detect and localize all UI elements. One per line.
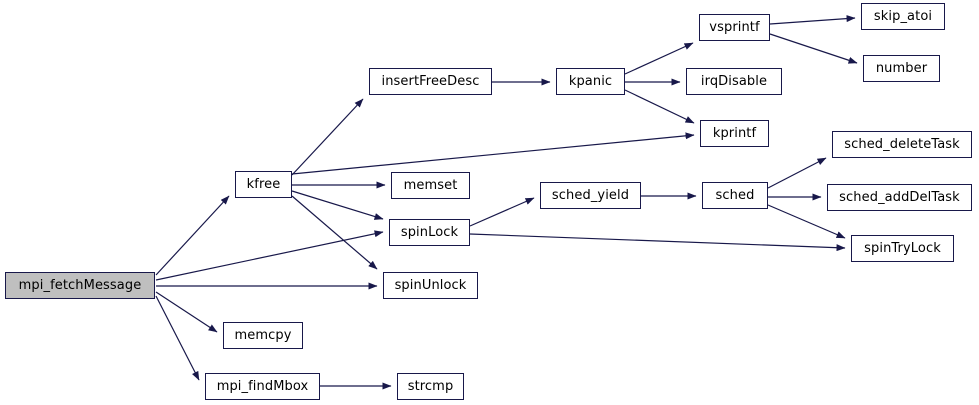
graph-node-label: spinLock	[400, 225, 459, 240]
graph-node-insertFreeDesc[interactable]: insertFreeDesc	[369, 68, 492, 95]
graph-node-mpi_fetchMessage[interactable]: mpi_fetchMessage	[5, 272, 155, 299]
graph-node-spinTryLock[interactable]: spinTryLock	[851, 235, 954, 262]
graph-node-strcmp[interactable]: strcmp	[397, 373, 464, 400]
graph-node-label: kpanic	[568, 74, 613, 89]
graph-node-number[interactable]: number	[863, 55, 940, 82]
graph-node-label: sched_yield	[551, 188, 630, 203]
graph-node-label: sched	[715, 188, 755, 203]
graph-node-sched_yield[interactable]: sched_yield	[540, 182, 641, 209]
graph-node-memcpy[interactable]: memcpy	[223, 322, 303, 349]
graph-node-label: insertFreeDesc	[381, 74, 480, 89]
graph-node-vsprintf[interactable]: vsprintf	[699, 14, 770, 41]
graph-node-label: memcpy	[234, 328, 292, 343]
graph-node-label: memset	[403, 178, 458, 193]
graph-node-label: vsprintf	[709, 20, 760, 35]
graph-node-kprintf[interactable]: kprintf	[700, 120, 769, 147]
graph-node-spinLock[interactable]: spinLock	[389, 219, 470, 246]
graph-node-label: mpi_findMbox	[216, 379, 309, 394]
graph-node-sched[interactable]: sched	[702, 182, 768, 209]
graph-node-label: skip_atoi	[873, 9, 933, 24]
graph-node-label: strcmp	[407, 379, 454, 394]
graph-node-label: spinUnlock	[394, 278, 467, 293]
graph-node-memset[interactable]: memset	[391, 172, 470, 199]
graph-node-label: number	[875, 61, 928, 76]
graph-node-sched_deleteTask[interactable]: sched_deleteTask	[832, 131, 972, 158]
graph-node-kpanic[interactable]: kpanic	[556, 68, 625, 95]
graph-node-label: kprintf	[712, 126, 757, 141]
graph-node-label: mpi_fetchMessage	[18, 278, 142, 293]
graph-node-label: kfree	[246, 177, 281, 192]
graph-node-label: sched_deleteTask	[844, 137, 960, 152]
graph-node-label: spinTryLock	[864, 241, 941, 256]
graph-node-kfree[interactable]: kfree	[235, 171, 292, 198]
graph-node-mpi_findMbox[interactable]: mpi_findMbox	[205, 373, 320, 400]
graph-node-skip_atoi[interactable]: skip_atoi	[861, 3, 945, 30]
graph-node-sched_addDelTask[interactable]: sched_addDelTask	[827, 184, 972, 211]
graph-node-irqDisable[interactable]: irqDisable	[686, 68, 782, 95]
graph-node-label: irqDisable	[700, 74, 768, 89]
graph-node-spinUnlock[interactable]: spinUnlock	[383, 272, 478, 299]
graph-node-label: sched_addDelTask	[839, 190, 960, 205]
